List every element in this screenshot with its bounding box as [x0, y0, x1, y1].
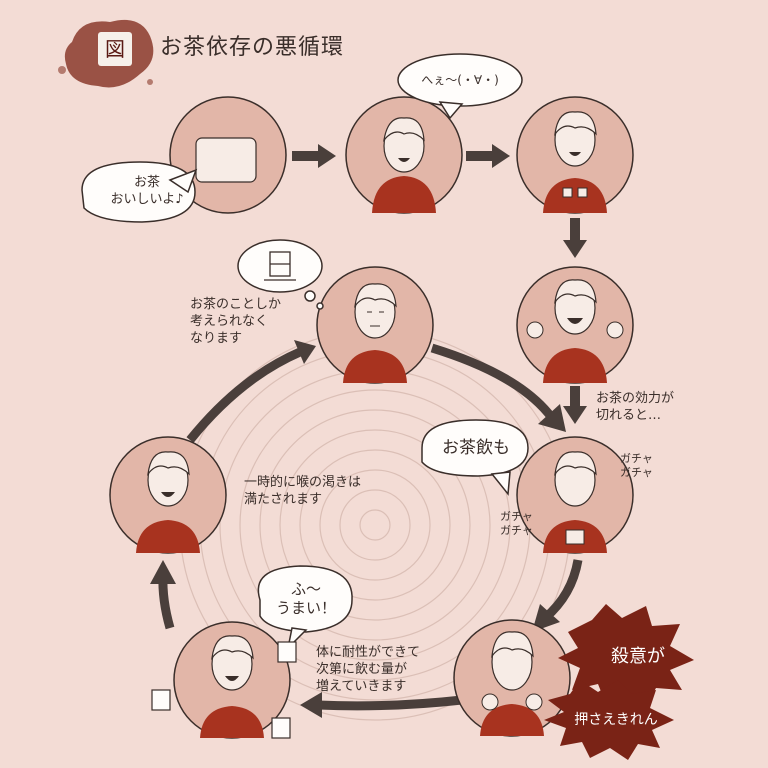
speech-bubbles [81, 53, 529, 651]
bubble-ocha-nomu: お茶飲も [442, 438, 510, 458]
bubble-oishii: お茶 おいしいよ♪ [110, 175, 184, 207]
sfx-gacha-1: ガチャ ガチャ [620, 452, 653, 479]
cycle-arrowheads [150, 340, 566, 718]
thought-teacup [264, 251, 296, 281]
bubble-fuu: ふ～ うまい！ [275, 580, 336, 617]
satsui-burst [558, 604, 694, 706]
page-title: お茶依存の悪循環 [160, 35, 345, 60]
floating-teacups [151, 641, 297, 739]
note-koka: お茶の効力が 切れると… [596, 391, 675, 423]
osae-burst [544, 680, 674, 760]
straight-arrows [292, 144, 587, 424]
sfx-satsui: 殺意が [611, 646, 665, 667]
note-tai: 体に耐性ができて 次第に飲む量が 増えていきます [316, 645, 421, 694]
bubble-hee: へぇ～(・∀・) [421, 73, 499, 87]
sfx-gacha-2: ガチャ ガチャ [500, 510, 533, 537]
note-kotoshika: お茶のことしか 考えられなく なります [190, 297, 282, 346]
figures [136, 111, 624, 738]
note-ichiji: 一時的に喉の渇きは 満たされます [244, 475, 362, 507]
character-circles [109, 96, 634, 739]
sfx-osae: 押さえきれん [574, 712, 658, 728]
title-badge: 図 [98, 32, 132, 66]
